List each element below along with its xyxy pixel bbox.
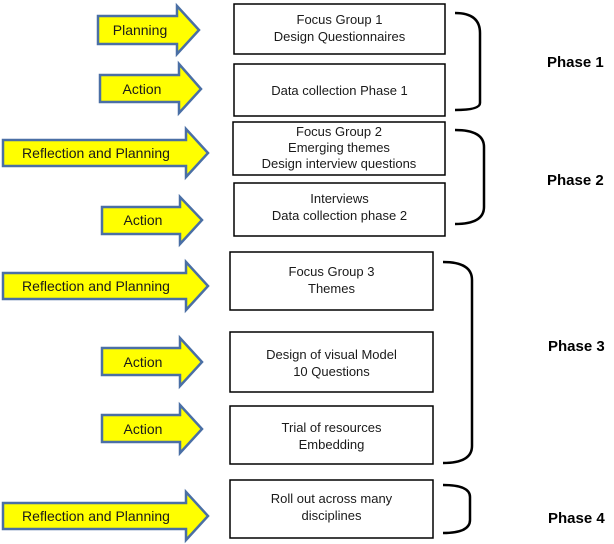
arrow-label: Action: [123, 81, 162, 97]
arrow-action-2: Action: [100, 193, 204, 248]
arrow-label: Reflection and Planning: [22, 508, 170, 524]
phase-label: Phase 2: [547, 172, 604, 189]
box-line: Emerging themes: [288, 140, 390, 155]
box-line: Design interview questions: [262, 156, 417, 171]
box-frame: [229, 251, 434, 311]
bracket-phase-4: [442, 483, 472, 535]
arrow-label: Reflection and Planning: [22, 278, 170, 294]
arrow-action-3: Action: [100, 334, 204, 390]
arrow-shape: [100, 193, 204, 248]
arrow-label: Reflection and Planning: [22, 145, 170, 161]
phase-label: Phase 3: [548, 338, 605, 355]
box-frame: [232, 121, 446, 176]
box-visual-model: Design of visual Model 10 Questions: [229, 331, 434, 393]
arrow-shape: [1, 488, 210, 544]
box-data-collection-1: Data collection Phase 1: [233, 63, 446, 117]
arrow-shape: [1, 258, 210, 314]
bracket-phase-3: [442, 260, 474, 465]
box-line: Embedding: [299, 437, 365, 452]
arrow-shape: [98, 60, 203, 117]
box-frame: [233, 3, 446, 55]
box-frame: [233, 182, 446, 237]
arrow-shape: [100, 401, 204, 457]
arrow-shape: [100, 334, 204, 390]
arrow-label: Action: [124, 212, 163, 228]
box-focus-group-3: Focus Group 3 Themes: [229, 251, 434, 311]
arrow-label: Action: [124, 354, 163, 370]
box-line: disciplines: [302, 508, 362, 523]
box-frame: [229, 405, 434, 465]
arrow-shape: [96, 2, 201, 58]
box-line: Themes: [308, 281, 355, 296]
box-line: Data collection Phase 1: [271, 83, 408, 98]
box-focus-group-1: Focus Group 1 Design Questionnaires: [233, 3, 446, 55]
box-frame: [229, 479, 434, 539]
box-line: Focus Group 3: [289, 264, 375, 279]
box-interviews: Interviews Data collection phase 2: [233, 182, 446, 237]
box-line: Data collection phase 2: [272, 208, 407, 223]
arrow-reflection-planning-3: Reflection and Planning: [1, 258, 210, 314]
box-line: Roll out across many: [271, 491, 393, 506]
arrow-reflection-planning-2: Reflection and Planning: [1, 125, 210, 181]
box-line: Trial of resources: [282, 420, 382, 435]
phase-label: Phase 1: [547, 54, 604, 71]
arrow-action-4: Action: [100, 401, 204, 457]
box-line: Design of visual Model: [266, 347, 397, 362]
box-focus-group-2: Focus Group 2 Emerging themes Design int…: [232, 121, 446, 176]
box-trial-resources: Trial of resources Embedding: [229, 405, 434, 465]
arrow-label: Action: [124, 421, 163, 437]
box-line: Design Questionnaires: [274, 29, 406, 44]
box-line: Interviews: [310, 191, 369, 206]
box-roll-out: Roll out across many disciplines: [229, 479, 434, 539]
arrow-shape: [1, 125, 210, 181]
box-line: Focus Group 2: [296, 124, 382, 139]
arrow-reflection-planning-4: Reflection and Planning: [1, 488, 210, 544]
box-line: Focus Group 1: [297, 12, 383, 27]
arrow-label: Planning: [113, 22, 168, 38]
arrow-planning-1: Planning: [96, 2, 201, 58]
box-line: 10 Questions: [293, 364, 370, 379]
bracket-phase-1: [454, 11, 482, 112]
bracket-phase-2: [454, 128, 486, 226]
arrow-action-1: Action: [98, 60, 203, 117]
box-frame: [229, 331, 434, 393]
box-frame: [233, 63, 446, 117]
phase-label: Phase 4: [548, 510, 605, 527]
